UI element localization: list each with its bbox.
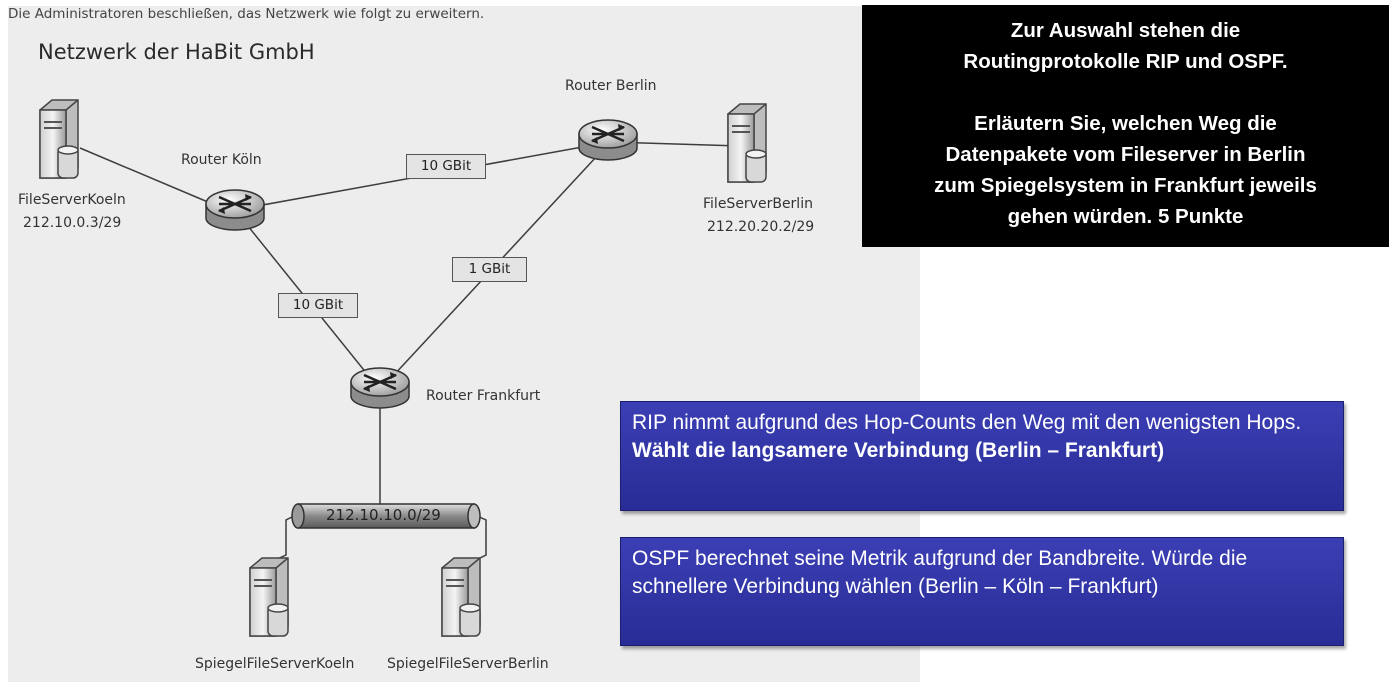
router-koeln-icon: [204, 188, 266, 232]
mirror-server-koeln-label: SpiegelFileServerKoeln: [195, 656, 355, 672]
question-spacer: [862, 77, 1389, 108]
rip-answer-text: RIP nimmt aufgrund des Hop-Counts den We…: [632, 411, 1302, 434]
question-line: Datenpakete vom Fileserver in Berlin: [945, 143, 1306, 166]
fileserver-berlin-icon: [727, 103, 767, 183]
question-box: Zur Auswahl stehen die Routingprotokolle…: [862, 5, 1389, 247]
mirror-server-berlin-label: SpiegelFileServerBerlin: [387, 656, 549, 672]
question-line: zum Spiegelsystem in Frankfurt jeweils: [934, 174, 1317, 197]
link-koeln-berlin-bandwidth: 10 GBit: [406, 154, 486, 179]
mirror-server-koeln-icon: [249, 557, 289, 637]
router-koeln-label: Router Köln: [181, 152, 262, 168]
fileserver-koeln-label: FileServerKoeln: [18, 192, 126, 208]
question-line: Erläutern Sie, welchen Weg die: [974, 112, 1277, 135]
network-title: Netzwerk der HaBit GmbH: [38, 40, 315, 64]
ospf-answer-box: OSPF berechnet seine Metrik aufgrund der…: [620, 537, 1344, 646]
question-line: Routingprotokolle RIP und OSPF.: [963, 50, 1288, 73]
router-frankfurt-label: Router Frankfurt: [426, 388, 541, 404]
mirror-server-berlin-icon: [441, 557, 481, 637]
router-berlin-icon: [577, 118, 639, 162]
ospf-answer-text: OSPF berechnet seine Metrik aufgrund der…: [632, 547, 1248, 598]
link-berlin-frankfurt-bandwidth: 1 GBit: [452, 257, 527, 282]
question-line: Zur Auswahl stehen die: [1010, 19, 1241, 42]
fileserver-berlin-label: FileServerBerlin: [703, 196, 813, 212]
question-line: gehen würden. 5 Punkte: [1007, 205, 1244, 228]
fileserver-berlin-ip: 212.20.20.2/29: [707, 219, 815, 235]
intro-text: Die Administratoren beschließen, das Net…: [8, 6, 485, 22]
rip-answer-conclusion: Wählt die langsamere Verbindung (Berlin …: [632, 439, 1165, 462]
router-frankfurt-icon: [349, 366, 411, 410]
rip-answer-box: RIP nimmt aufgrund des Hop-Counts den We…: [620, 401, 1344, 511]
link-koeln-frankfurt-bandwidth: 10 GBit: [278, 293, 358, 318]
fileserver-koeln-ip: 212.10.0.3/29: [23, 215, 122, 231]
subnet-tube: [291, 503, 481, 529]
subnet-label: 212.10.10.0/29: [326, 506, 441, 524]
fileserver-koeln-icon: [39, 99, 79, 179]
router-berlin-label: Router Berlin: [565, 78, 657, 94]
